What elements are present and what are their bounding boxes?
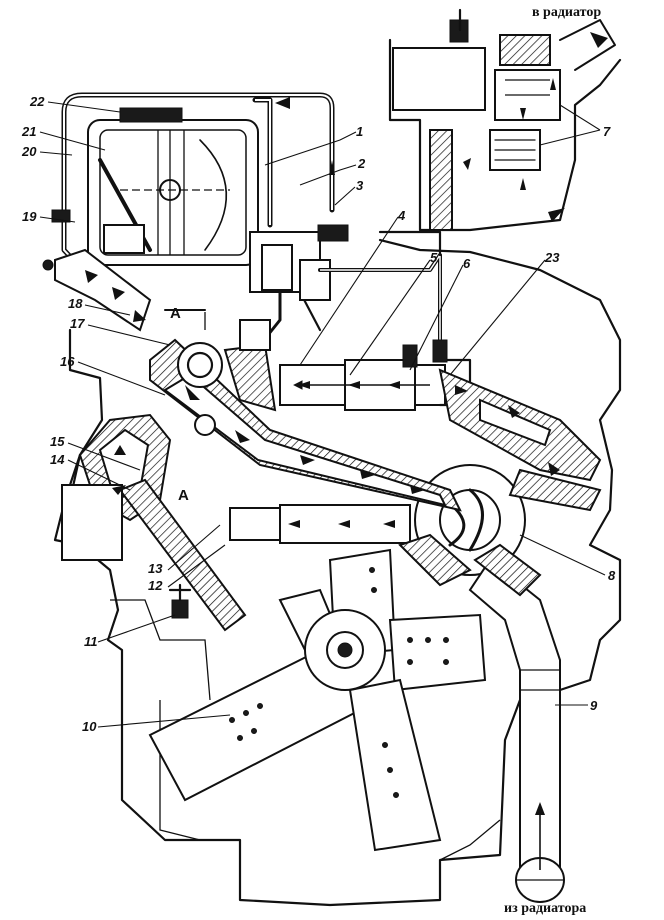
callout-11: 11 <box>84 634 98 649</box>
callout-17: 17 <box>70 316 85 331</box>
section-marks: А А <box>170 305 189 504</box>
callout-12: 12 <box>148 578 163 593</box>
expansion-tank <box>87 107 259 266</box>
callout-5: 5 <box>430 250 438 265</box>
callout-3: 3 <box>356 178 364 193</box>
steam-pipes <box>61 92 335 268</box>
callout-8: 8 <box>608 568 616 583</box>
callout-13: 13 <box>148 561 163 576</box>
callout-20: 20 <box>21 144 37 159</box>
water-collector-pipe <box>279 358 472 411</box>
caption-to-radiator: в радиатор <box>532 5 601 20</box>
caption-from-radiator: из радиатора <box>504 901 586 916</box>
left-cylinder-head <box>61 413 247 632</box>
callout-23: 23 <box>544 250 560 265</box>
bypass-hose <box>42 209 152 332</box>
callout-6: 6 <box>463 256 471 271</box>
callout-7: 7 <box>603 124 611 139</box>
callout-15: 15 <box>50 434 65 449</box>
thermostat-housing <box>249 224 349 347</box>
callout-4: 4 <box>397 208 406 223</box>
inlet-hose <box>468 543 565 903</box>
callout-9: 9 <box>590 698 598 713</box>
section-mark-lower: А <box>178 487 189 504</box>
water-jacket-neck <box>164 309 277 436</box>
drain-cock <box>168 583 192 619</box>
thermostat-inset <box>388 8 622 232</box>
callout-10: 10 <box>82 719 97 734</box>
right-cylinder-head <box>438 368 602 512</box>
control-tube <box>318 230 448 368</box>
callout-22: 22 <box>29 94 45 109</box>
callout-numbers: 1 2 3 4 5 6 7 8 9 10 11 12 13 14 15 16 1… <box>21 94 616 734</box>
callout-1: 1 <box>356 124 363 139</box>
callout-leaders <box>39 101 606 728</box>
callout-2: 2 <box>357 156 366 171</box>
fan-rivets <box>229 567 449 798</box>
callout-18: 18 <box>68 296 83 311</box>
callout-16: 16 <box>60 354 75 369</box>
callout-14: 14 <box>50 452 65 467</box>
callout-19: 19 <box>22 209 37 224</box>
callout-21: 21 <box>21 124 36 139</box>
section-mark-upper: А <box>170 305 181 322</box>
cooling-fan <box>148 548 487 852</box>
